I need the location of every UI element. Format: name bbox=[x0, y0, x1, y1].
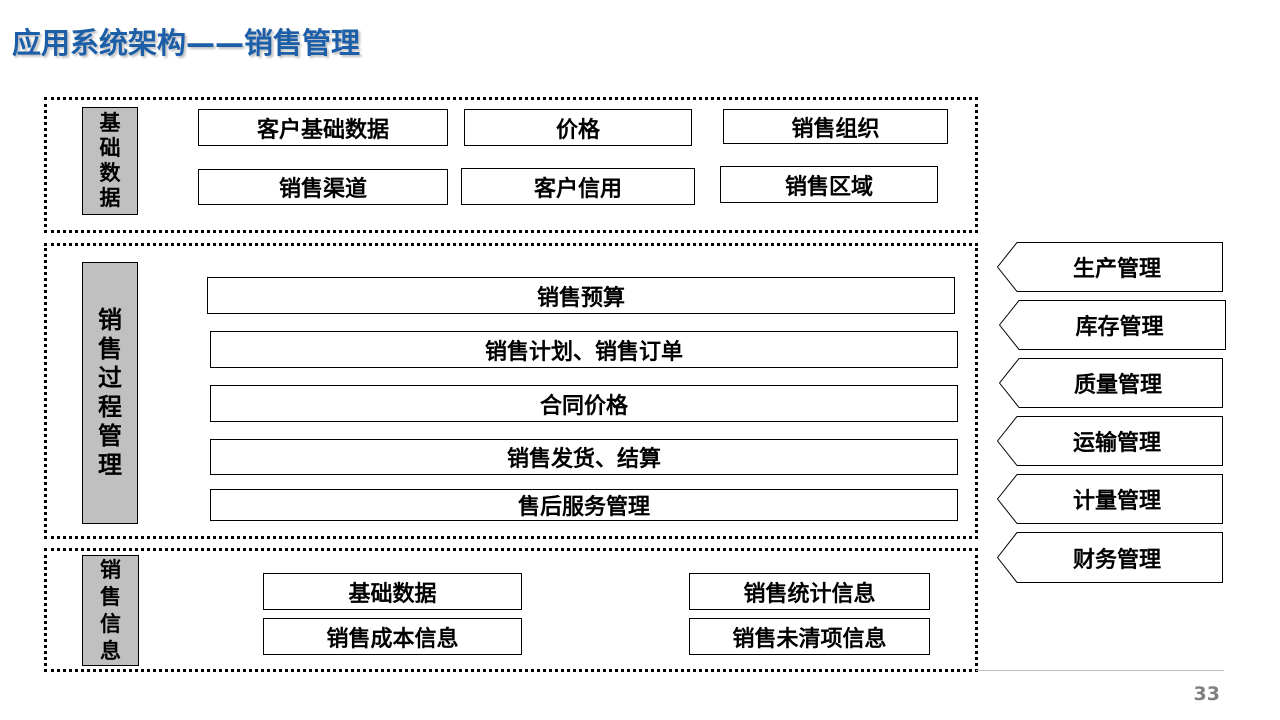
basic-data-label: 基础数据 bbox=[82, 107, 138, 215]
sales-info-item-open-items: 销售未清项信息 bbox=[689, 618, 930, 655]
module-production: 生产管理 bbox=[997, 242, 1223, 292]
sales-process-item-after-sales: 售后服务管理 bbox=[210, 489, 958, 521]
sales-process-item-contract-price: 合同价格 bbox=[210, 385, 958, 422]
module-inventory: 库存管理 bbox=[999, 300, 1226, 350]
sales-process-item-delivery-settlement: 销售发货、结算 bbox=[210, 439, 958, 475]
module-finance: 财务管理 bbox=[997, 532, 1223, 583]
slide-title: 应用系统架构——销售管理 bbox=[12, 26, 361, 60]
arrow-shape-icon bbox=[999, 300, 1226, 350]
arrow-shape-icon bbox=[997, 242, 1223, 292]
sales-process-label-text: 销售过程管理 bbox=[98, 306, 122, 479]
module-production-label: 生产管理 bbox=[1072, 257, 1161, 282]
module-quality: 质量管理 bbox=[999, 358, 1223, 408]
module-transport: 运输管理 bbox=[997, 416, 1223, 466]
module-inventory-label: 库存管理 bbox=[1075, 315, 1164, 340]
module-metering-label: 计量管理 bbox=[1072, 489, 1161, 514]
footer-divider bbox=[976, 670, 1224, 671]
basic-data-section bbox=[44, 97, 978, 233]
sales-info-item-statistics: 销售统计信息 bbox=[689, 573, 930, 610]
arrow-shape-icon bbox=[997, 532, 1223, 583]
basic-data-item-sales-region: 销售区域 bbox=[720, 166, 938, 203]
sales-info-section bbox=[44, 548, 978, 672]
page-number: 33 bbox=[1193, 683, 1220, 705]
sales-process-label: 销售过程管理 bbox=[82, 262, 138, 524]
sales-process-item-budget: 销售预算 bbox=[207, 277, 955, 314]
arrow-shape-icon bbox=[999, 358, 1223, 408]
module-finance-label: 财务管理 bbox=[1072, 547, 1161, 573]
sales-process-item-plan-order: 销售计划、销售订单 bbox=[210, 331, 958, 368]
basic-data-label-text: 基础数据 bbox=[99, 111, 121, 210]
basic-data-item-sales-channel: 销售渠道 bbox=[198, 169, 448, 205]
basic-data-item-credit: 客户信用 bbox=[461, 168, 695, 205]
arrow-shape-icon bbox=[997, 416, 1223, 466]
basic-data-item-sales-org: 销售组织 bbox=[723, 109, 948, 144]
module-metering: 计量管理 bbox=[997, 474, 1223, 524]
basic-data-item-price: 价格 bbox=[464, 109, 692, 146]
sales-process-section bbox=[44, 243, 978, 539]
arrow-shape-icon bbox=[997, 474, 1223, 524]
sales-info-label-text: 销售信息 bbox=[99, 557, 121, 663]
sales-info-item-cost: 销售成本信息 bbox=[263, 618, 522, 655]
module-quality-label: 质量管理 bbox=[1073, 373, 1162, 398]
module-transport-label: 运输管理 bbox=[1072, 431, 1161, 456]
basic-data-item-customer: 客户基础数据 bbox=[198, 109, 448, 146]
sales-info-item-basic-data: 基础数据 bbox=[263, 573, 522, 610]
sales-info-label: 销售信息 bbox=[82, 555, 139, 666]
